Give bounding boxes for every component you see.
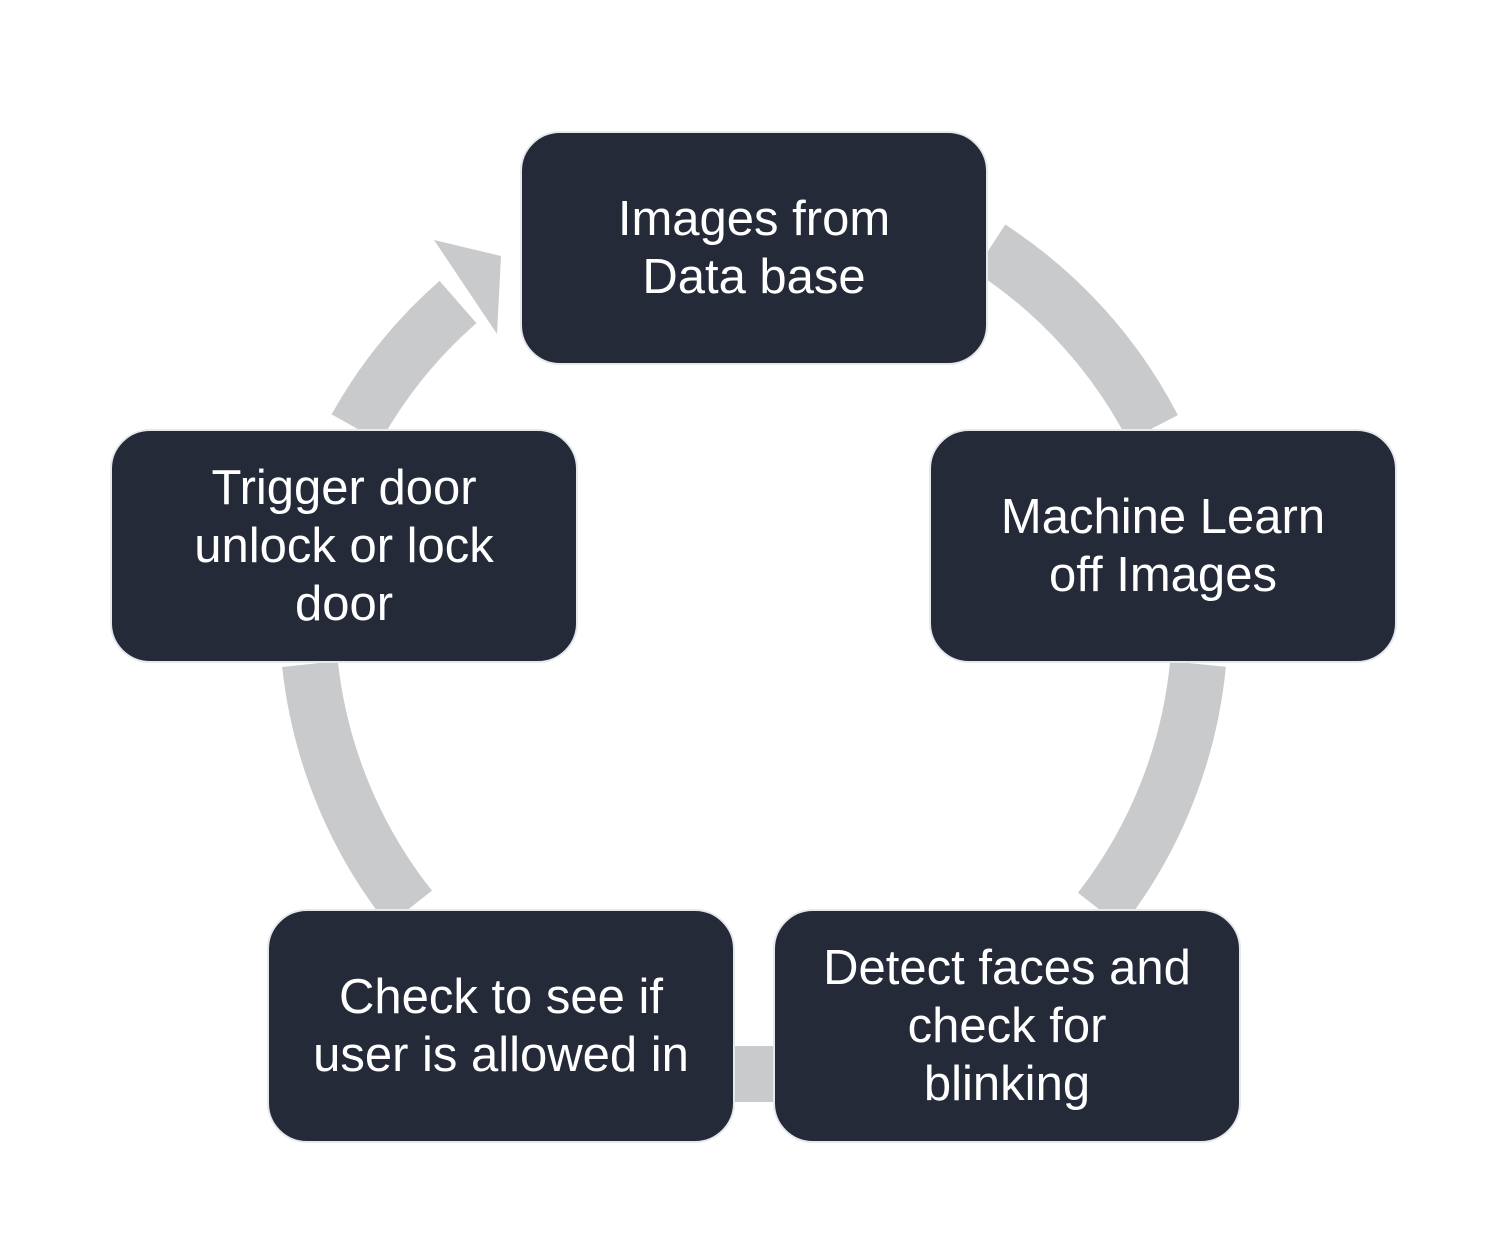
node-label: Check to see if user is allowed in xyxy=(313,970,689,1082)
node-check-user: Check to see if user is allowed in xyxy=(267,909,735,1143)
connector-images-to-learn xyxy=(974,224,1178,442)
node-label: Images from Data base xyxy=(617,192,891,304)
node-trigger-door: Trigger door unlock or lock door xyxy=(110,429,578,663)
node-label: Machine Learn off Images xyxy=(1000,490,1326,602)
connector-trigger-to-images xyxy=(331,280,477,442)
node-label: Detect faces and check for blinking xyxy=(823,941,1191,1111)
arrowhead-icon xyxy=(434,240,501,334)
connector-check-to-trigger xyxy=(282,660,433,926)
node-images-from-database: Images from Data base xyxy=(520,131,988,365)
node-machine-learn: Machine Learn off Images xyxy=(929,429,1397,663)
node-label: Trigger door unlock or lock door xyxy=(194,461,494,631)
connector-learn-to-detect xyxy=(1077,661,1226,928)
node-detect-faces: Detect faces and check for blinking xyxy=(773,909,1241,1143)
